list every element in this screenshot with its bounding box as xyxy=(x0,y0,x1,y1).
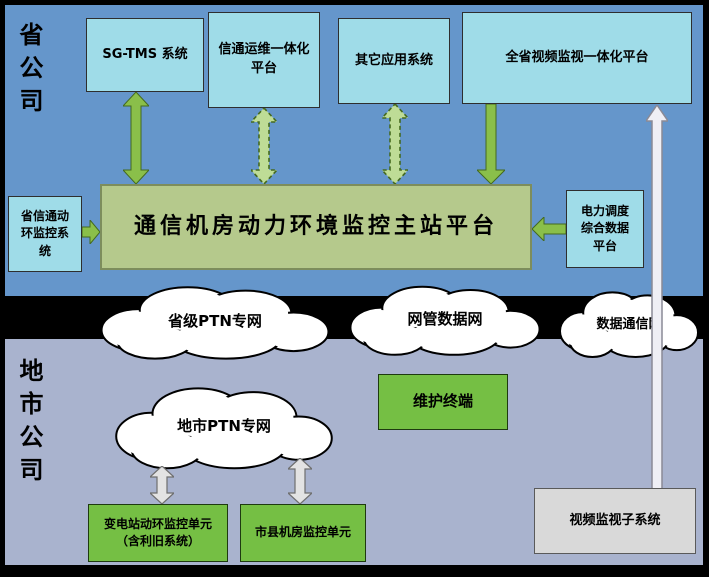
cloud-data-communication-network: 数据通信网 xyxy=(556,284,702,360)
double-arrow-icon xyxy=(123,92,149,184)
arrow-cityptn-county xyxy=(288,458,312,504)
cloud-label: 地市PTN专网 xyxy=(177,416,271,435)
double-arrow-icon xyxy=(150,466,174,504)
node-label: 维护终端 xyxy=(412,392,473,411)
node-label: 全省视频监视一体化平台 xyxy=(505,49,649,65)
cloud-label: 网管数据网 xyxy=(407,309,483,328)
node-video-surveillance-subsystem: 视频监视子系统 xyxy=(534,488,696,554)
double-arrow-icon xyxy=(123,92,149,184)
cloud-label: 数据通信网 xyxy=(596,316,662,332)
cloud-shape xyxy=(345,278,545,358)
arrow-sgtms-platform xyxy=(123,92,149,184)
right-arrow-icon xyxy=(82,220,100,244)
cloud-fill xyxy=(119,391,329,466)
up-arrow-icon xyxy=(646,105,668,489)
double-arrow-dotted-icon xyxy=(382,104,408,184)
cloud-nms-data-network: 网管数据网 xyxy=(345,278,545,358)
arrow-videoplatform-platform xyxy=(477,104,505,184)
node-label: 其它应用系统 xyxy=(354,52,433,68)
node-province-env-monitor-system: 省信通动环监控系统 xyxy=(8,196,82,272)
double-arrow-dotted-icon xyxy=(251,108,277,184)
node-substation-monitor-unit: 变电站动环监控单元（含利旧系统） xyxy=(88,504,228,562)
node-label: 视频监视子系统 xyxy=(569,512,661,528)
node-province-video-platform: 全省视频监视一体化平台 xyxy=(462,12,692,104)
node-label: 通信机房动力环境监控主站平台 xyxy=(133,214,498,240)
down-arrow-icon xyxy=(477,104,505,184)
arrow-provenv-platform xyxy=(82,220,100,244)
right-arrow-icon xyxy=(82,220,100,244)
province-section-label: 省公司 xyxy=(15,22,43,121)
cloud-shape xyxy=(95,278,335,362)
node-label: SG-TMS 系统 xyxy=(102,46,188,62)
node-itops-platform: 信通运维一体化平台 xyxy=(208,12,320,108)
arrow-powerdispatch-platform xyxy=(532,217,566,241)
node-label: 信通运维一体化平台 xyxy=(218,42,310,76)
double-arrow-dotted-icon xyxy=(251,108,277,184)
left-arrow-icon xyxy=(532,217,566,241)
left-arrow-icon xyxy=(532,217,566,241)
double-arrow-icon xyxy=(288,458,312,504)
arrow-otherapps-platform-dotted xyxy=(382,104,408,184)
double-arrow-icon xyxy=(150,466,174,504)
arrow-cityptn-substation xyxy=(150,466,174,504)
node-label: 变电站动环监控单元（含利旧系统） xyxy=(103,516,212,548)
arrow-itops-platform-dotted xyxy=(251,108,277,184)
node-label: 省信通动环监控系统 xyxy=(20,208,69,258)
node-main-monitoring-platform: 通信机房动力环境监控主站平台 xyxy=(100,184,532,270)
node-power-dispatch-data-platform: 电力调度综合数据平台 xyxy=(566,190,644,268)
double-arrow-icon xyxy=(288,458,312,504)
down-arrow-icon xyxy=(477,104,505,184)
cloud-fill xyxy=(353,289,537,353)
cloud-province-ptn-network: 省级PTN专网 xyxy=(95,278,335,362)
node-county-room-monitor-unit: 市县机房监控单元 xyxy=(240,504,366,562)
node-label: 电力调度综合数据平台 xyxy=(580,203,629,253)
node-label: 市县机房监控单元 xyxy=(254,525,351,540)
cloud-label: 省级PTN专网 xyxy=(168,311,262,330)
arrow-videosub-videoplatform xyxy=(646,105,668,489)
up-arrow-icon xyxy=(646,105,668,489)
double-arrow-dotted-icon xyxy=(382,104,408,184)
cloud-city-ptn-network: 地市PTN专网 xyxy=(110,378,338,472)
node-sg-tms-system: SG-TMS 系统 xyxy=(86,18,204,92)
cloud-shape xyxy=(110,378,338,472)
node-maintenance-terminal: 维护终端 xyxy=(378,374,508,430)
city-section-label: 地市公司 xyxy=(15,358,43,490)
node-other-applications: 其它应用系统 xyxy=(338,18,450,104)
cloud-fill xyxy=(104,289,326,357)
